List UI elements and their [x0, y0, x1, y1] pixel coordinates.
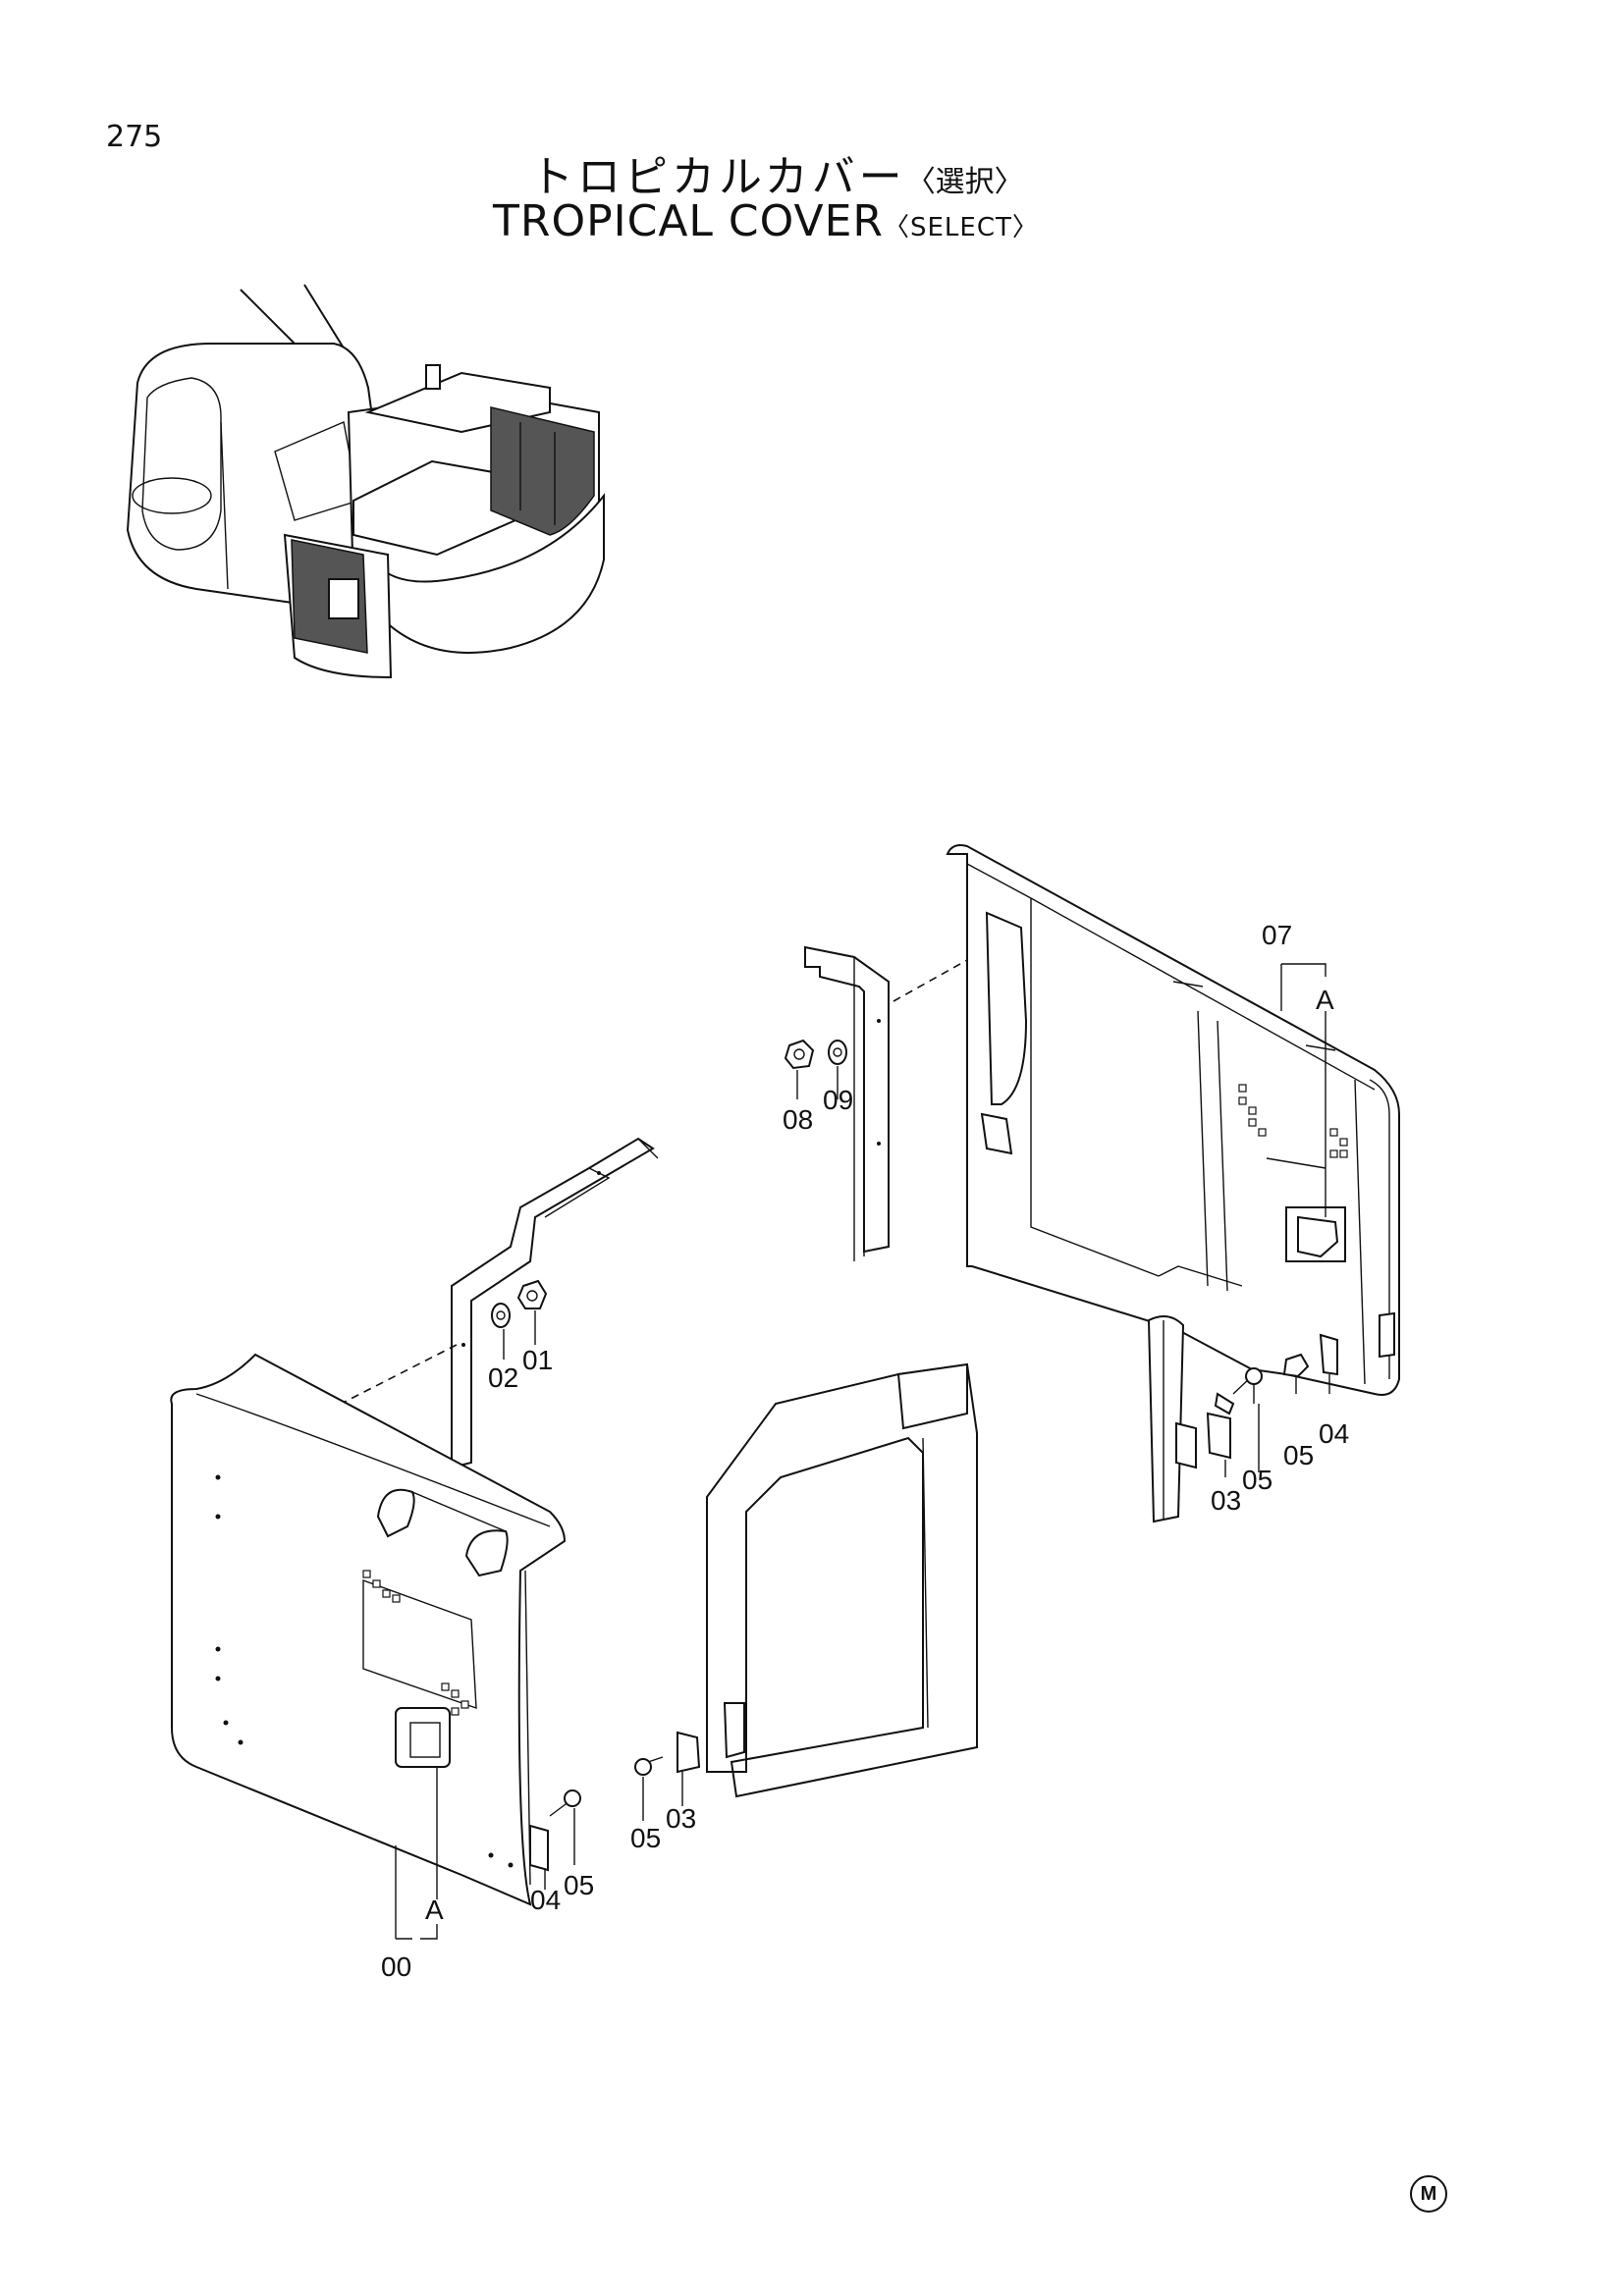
- center-frame-panel: [634, 1362, 978, 1821]
- corner-mark: M: [1410, 2175, 1447, 2213]
- nut-and-washer-08-09: [784, 1039, 847, 1099]
- label-a-right: A: [1316, 985, 1334, 1015]
- label-00: 00: [381, 1951, 411, 1982]
- title-english-text: TROPICAL COVER: [493, 196, 884, 246]
- part-label-group: 07 A 08 09 01 02 05 04 05 03 03 05 05 04…: [381, 920, 1349, 1982]
- title-english-suffix: 〈SELECT〉: [883, 213, 1039, 242]
- label-01: 01: [522, 1345, 553, 1375]
- label-04-right: 04: [1319, 1418, 1349, 1449]
- right-cover-assembly: [946, 844, 1400, 1396]
- label-09: 09: [823, 1085, 853, 1115]
- label-04-left: 04: [530, 1885, 561, 1915]
- label-03-right: 03: [1211, 1485, 1241, 1516]
- title-japanese-text: トロピカルカバー: [530, 152, 906, 202]
- label-05-center: 05: [630, 1823, 661, 1853]
- title-english: TROPICAL COVER〈SELECT〉: [493, 196, 1039, 246]
- title-japanese: トロピカルカバー〈選択〉: [530, 141, 1024, 204]
- label-05-right-lower: 05: [1242, 1465, 1272, 1495]
- label-03-center: 03: [666, 1803, 696, 1834]
- machine-overview-sketch: [126, 284, 605, 679]
- label-08: 08: [783, 1104, 813, 1135]
- label-02: 02: [488, 1362, 518, 1393]
- title-japanese-suffix: 〈選択〉: [905, 165, 1024, 199]
- label-07: 07: [1262, 920, 1292, 950]
- label-05-left: 05: [564, 1870, 594, 1900]
- left-cover-panel: [170, 1353, 567, 1940]
- hinge-and-bolt-04-05-left: [529, 1789, 581, 1890]
- label-05-right-upper: 05: [1283, 1440, 1314, 1470]
- page-number: 275: [106, 120, 163, 154]
- vertical-bracket-lower-right: [1147, 1315, 1338, 1523]
- vertical-bracket-upper: [804, 945, 968, 1261]
- label-a-left: A: [425, 1895, 444, 1925]
- left-bracket-assembly: [205, 1137, 659, 1473]
